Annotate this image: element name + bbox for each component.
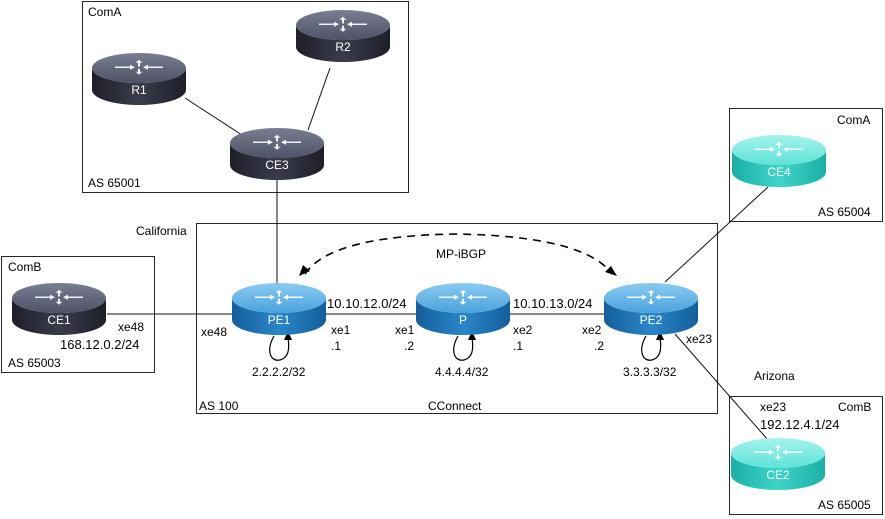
router-label-ce3: CE3 (265, 158, 289, 172)
comb-as65005-box (729, 396, 883, 515)
comb-right-customer-label: ComB (838, 400, 871, 414)
router-pe1[interactable]: PE1 (232, 283, 326, 335)
router-label-pe1: PE1 (268, 313, 291, 327)
router-label-ce1: CE1 (47, 313, 71, 327)
coma-top-customer-label: ComA (88, 5, 121, 19)
provider-region-label: California (136, 224, 187, 238)
link-r2-ce3 (307, 67, 331, 131)
comb-left-as-label: AS 65003 (8, 356, 61, 370)
p-xe2-label: xe2 (513, 323, 533, 337)
coma-right-as-label: AS 65004 (818, 205, 871, 219)
provider-name-label: CConnect (428, 399, 482, 413)
pe1-host-label: .1 (331, 339, 341, 353)
mp-ibgp-session-line (304, 233, 613, 275)
p-xe1-label: xe1 (395, 323, 415, 337)
router-label-r2: R2 (335, 40, 351, 54)
ce1-ip-label: 168.12.0.2/24 (60, 337, 140, 352)
pe2-loopback-label: 3.3.3.3/32 (623, 365, 677, 379)
comb-right-region-label: Arizona (754, 369, 795, 383)
p-loopback-label: 4.4.4.4/32 (435, 365, 489, 379)
router-p[interactable]: P (416, 283, 510, 335)
link-r1-ce3 (184, 97, 243, 136)
router-ce1[interactable]: CE1 (12, 283, 106, 335)
p-host-left-label: .2 (404, 339, 414, 353)
pe2-xe23-label: xe23 (686, 332, 712, 346)
ce1-interface-label: xe48 (118, 320, 144, 334)
p-host-right-label: .1 (513, 339, 523, 353)
mp-ibgp-arrow-pe1-icon (299, 265, 310, 276)
router-label-r1: R1 (131, 83, 147, 97)
coma-right-customer-label: ComA (837, 113, 870, 127)
coma-top-as-label: AS 65001 (88, 176, 141, 190)
router-r2[interactable]: R2 (296, 10, 390, 62)
router-label-ce2: CE2 (766, 468, 790, 482)
router-label-pe2: PE2 (640, 313, 663, 327)
link-pe2-ce4 (664, 186, 769, 283)
mp-ibgp-label: MP-iBGP (436, 247, 486, 261)
pe1-loopback-label: 2.2.2.2/32 (252, 365, 306, 379)
loopback-pe2-icon (641, 331, 664, 361)
provider-as-label: AS 100 (199, 399, 239, 413)
loopback-pe1-icon (269, 331, 292, 361)
mp-ibgp-arrow-pe2-icon (605, 266, 617, 276)
router-pe2[interactable]: PE2 (604, 283, 698, 335)
pe2-host-label: .2 (594, 339, 604, 353)
router-label-p: P (459, 313, 467, 327)
router-ce4[interactable]: CE4 (732, 135, 826, 187)
subnet-pe1-p-label: 10.10.12.0/24 (327, 296, 407, 311)
ce2-xe23-label: xe23 (760, 400, 786, 414)
link-pe2-ce2 (674, 333, 769, 441)
comb-left-customer-label: ComB (8, 260, 41, 274)
pe1-xe1-label: xe1 (331, 323, 351, 337)
subnet-p-pe2-label: 10.10.13.0/24 (513, 296, 593, 311)
pe1-xe48-label: xe48 (201, 325, 227, 339)
loopback-p-icon (453, 331, 476, 361)
coma-as65004-box (729, 108, 883, 222)
coma-as65001-box (82, 1, 409, 193)
router-ce3[interactable]: CE3 (230, 128, 324, 180)
pe2-xe2-label: xe2 (582, 323, 602, 337)
ce2-ip-label: 192.12.4.1/24 (760, 417, 840, 432)
comb-right-as-label: AS 65005 (818, 498, 871, 512)
router-r1[interactable]: R1 (92, 53, 186, 105)
provider-as100-box (196, 223, 718, 414)
router-ce2[interactable]: CE2 (731, 438, 825, 490)
router-label-ce4: CE4 (767, 165, 791, 179)
